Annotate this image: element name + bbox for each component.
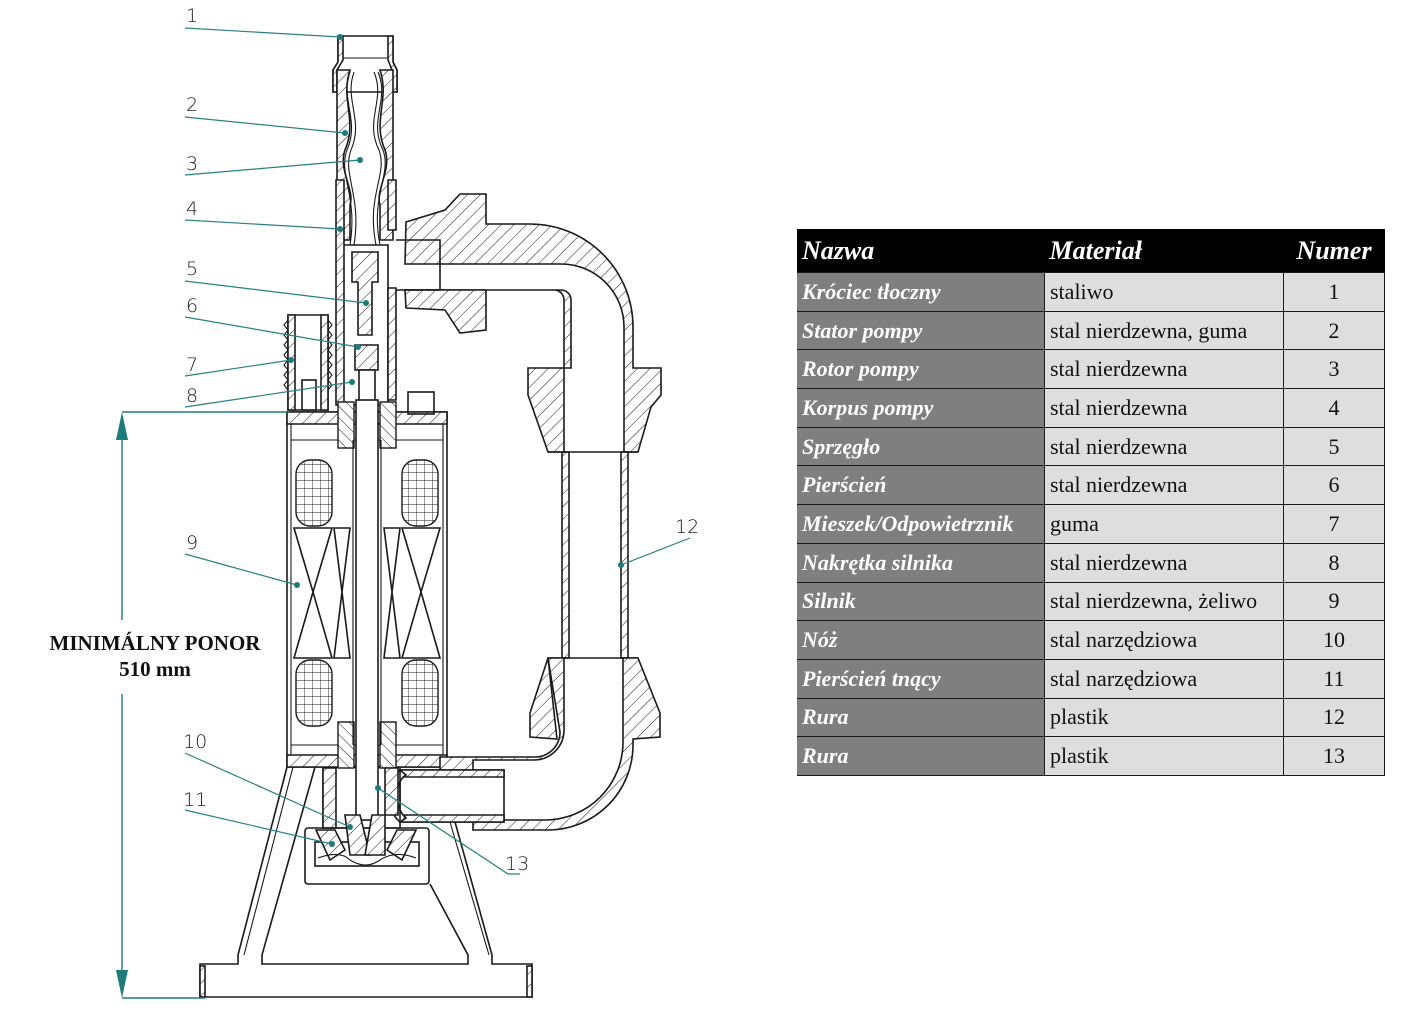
part-name-cell: Mieszek/Odpowietrznik bbox=[797, 504, 1045, 544]
part-number-cell: 6 bbox=[1283, 465, 1385, 506]
part-number-cell: 4 bbox=[1283, 388, 1385, 428]
header-material: Materiał bbox=[1044, 229, 1284, 273]
part-material-cell: stal nierdzewna bbox=[1044, 542, 1284, 583]
part-number-cell: 10 bbox=[1283, 620, 1385, 660]
part-material-cell: stal narzędziowa bbox=[1044, 658, 1284, 699]
part-number-cell: 12 bbox=[1283, 697, 1385, 738]
pump-rotor bbox=[344, 71, 386, 246]
part-material-cell: stal nierdzewna bbox=[1044, 465, 1284, 506]
part-number-cell: 5 bbox=[1283, 426, 1385, 467]
part-number-cell: 7 bbox=[1283, 504, 1385, 544]
callout-2: 2 bbox=[186, 94, 198, 116]
callout-4: 4 bbox=[186, 198, 198, 220]
callout-9: 9 bbox=[186, 532, 198, 554]
part-name-cell: Stator pompy bbox=[797, 310, 1045, 351]
part-material-cell: stal nierdzewna bbox=[1044, 349, 1284, 390]
callout-7: 7 bbox=[186, 354, 198, 376]
callout-11: 11 bbox=[183, 789, 207, 811]
part-name-cell: Rura bbox=[797, 736, 1045, 776]
part-name-cell: Rotor pompy bbox=[797, 349, 1045, 390]
header-name: Nazwa bbox=[797, 229, 1045, 273]
part-material-cell: plastik bbox=[1044, 736, 1284, 776]
callout-leaders bbox=[184, 27, 691, 875]
motor bbox=[286, 399, 448, 821]
dimension-label-value: 510 mm bbox=[119, 657, 191, 681]
dimension-arrow-down-icon bbox=[116, 970, 128, 998]
part-name-cell: Króciec tłoczny bbox=[797, 272, 1045, 312]
part-material-cell: stal nierdzewna bbox=[1044, 388, 1284, 428]
part-name-cell: Korpus pompy bbox=[797, 388, 1045, 428]
vertical-pipe bbox=[548, 451, 638, 659]
discharge-outlet bbox=[332, 35, 398, 93]
part-number-cell: 9 bbox=[1283, 581, 1385, 622]
part-name-cell: Pierścień tnący bbox=[797, 658, 1045, 699]
callout-3: 3 bbox=[186, 153, 198, 175]
part-name-cell: Pierścień bbox=[797, 465, 1045, 506]
callout-5: 5 bbox=[186, 258, 198, 280]
part-material-cell: staliwo bbox=[1044, 272, 1284, 312]
header-number: Numer bbox=[1283, 229, 1385, 273]
callout-10: 10 bbox=[183, 731, 207, 753]
part-name-cell: Sprzęgło bbox=[797, 426, 1045, 467]
cutter-head bbox=[304, 767, 430, 885]
parts-table-header: Nazwa Materiał Numer bbox=[797, 229, 1385, 273]
part-material-cell: stal nierdzewna bbox=[1044, 426, 1284, 467]
lower-elbow bbox=[399, 657, 661, 831]
part-material-cell: stal nierdzewna, guma bbox=[1044, 310, 1284, 351]
part-material-cell: plastik bbox=[1044, 697, 1284, 738]
callout-8: 8 bbox=[186, 385, 198, 407]
part-number-cell: 3 bbox=[1283, 349, 1385, 390]
dimension-label-title: MINIMÁLNY PONOR bbox=[49, 631, 261, 655]
part-number-cell: 2 bbox=[1283, 310, 1385, 351]
callout-1: 1 bbox=[186, 5, 198, 27]
part-material-cell: guma bbox=[1044, 504, 1284, 544]
part-number-cell: 8 bbox=[1283, 542, 1385, 583]
part-material-cell: stal nierdzewna, żeliwo bbox=[1044, 581, 1284, 622]
dimension-line bbox=[116, 411, 290, 999]
pump-stand bbox=[199, 766, 533, 998]
part-material-cell: stal narzędziowa bbox=[1044, 620, 1284, 660]
motor-cap bbox=[407, 391, 435, 415]
part-name-cell: Rura bbox=[797, 697, 1045, 738]
upper-elbow bbox=[396, 193, 662, 453]
pump-body bbox=[335, 179, 397, 406]
part-number-cell: 11 bbox=[1283, 658, 1385, 699]
part-name-cell: Nakrętka silnika bbox=[797, 542, 1045, 583]
part-name-cell: Nóż bbox=[797, 620, 1045, 660]
part-number-cell: 13 bbox=[1283, 736, 1385, 776]
dimension-arrow-up-icon bbox=[116, 412, 128, 440]
callout-numbers: 1 2 3 4 5 6 7 8 9 10 11 12 13 bbox=[183, 5, 699, 875]
part-name-cell: Silnik bbox=[797, 581, 1045, 622]
callout-12: 12 bbox=[675, 516, 699, 538]
part-number-cell: 1 bbox=[1283, 272, 1385, 312]
callout-6: 6 bbox=[186, 295, 198, 317]
callout-13: 13 bbox=[505, 853, 529, 875]
